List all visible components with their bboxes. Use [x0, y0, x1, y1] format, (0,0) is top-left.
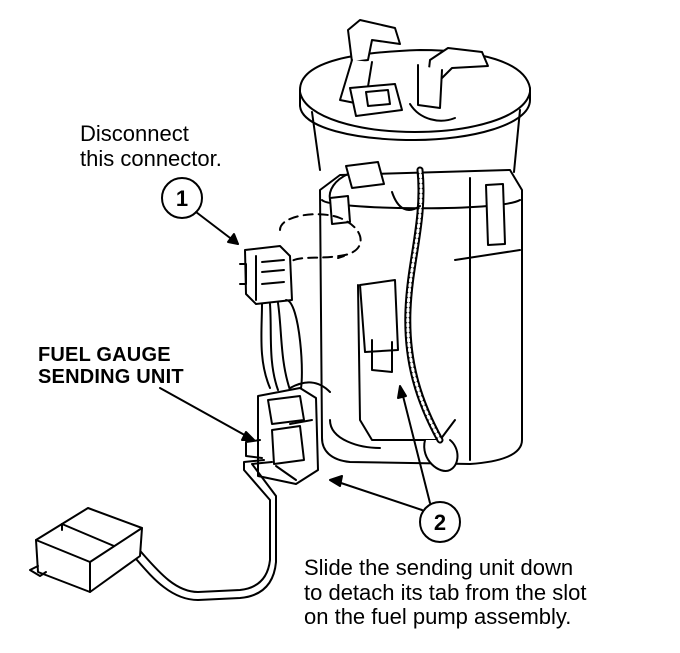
sending-unit-leader — [159, 387, 255, 441]
fuel-line-fittings — [339, 19, 489, 122]
instruction-1: Disconnect this connector. — [80, 121, 222, 171]
fuel-pump-assembly — [299, 49, 531, 472]
flange-wiring — [328, 161, 421, 225]
instruction-2-line-2: to detach its tab from the slot — [304, 579, 587, 605]
callout-1-number: 1 — [176, 186, 188, 211]
electrical-connector — [239, 245, 293, 305]
sending-unit — [245, 387, 319, 485]
instruction-1-line-2: this connector. — [80, 145, 222, 171]
sending-unit-label-line-1: FUEL GAUGE — [38, 344, 171, 366]
instruction-2: Slide the sending unit down to detach it… — [304, 555, 587, 630]
callout-2-number: 2 — [434, 510, 446, 535]
float — [29, 507, 143, 593]
sending-unit-label: FUEL GAUGE SENDING UNIT — [38, 344, 184, 389]
instruction-2-line-1: Slide the sending unit down — [304, 555, 574, 580]
wire-harness — [260, 299, 331, 393]
instruction-2-line-3: on the fuel pump assembly. — [304, 604, 572, 630]
float-arm — [125, 459, 277, 601]
instruction-1-line-1: Disconnect — [80, 121, 189, 146]
callout-1: 1 — [161, 177, 239, 245]
sending-unit-label-line-2: SENDING UNIT — [38, 366, 184, 389]
callout-2: 2 — [329, 385, 461, 543]
